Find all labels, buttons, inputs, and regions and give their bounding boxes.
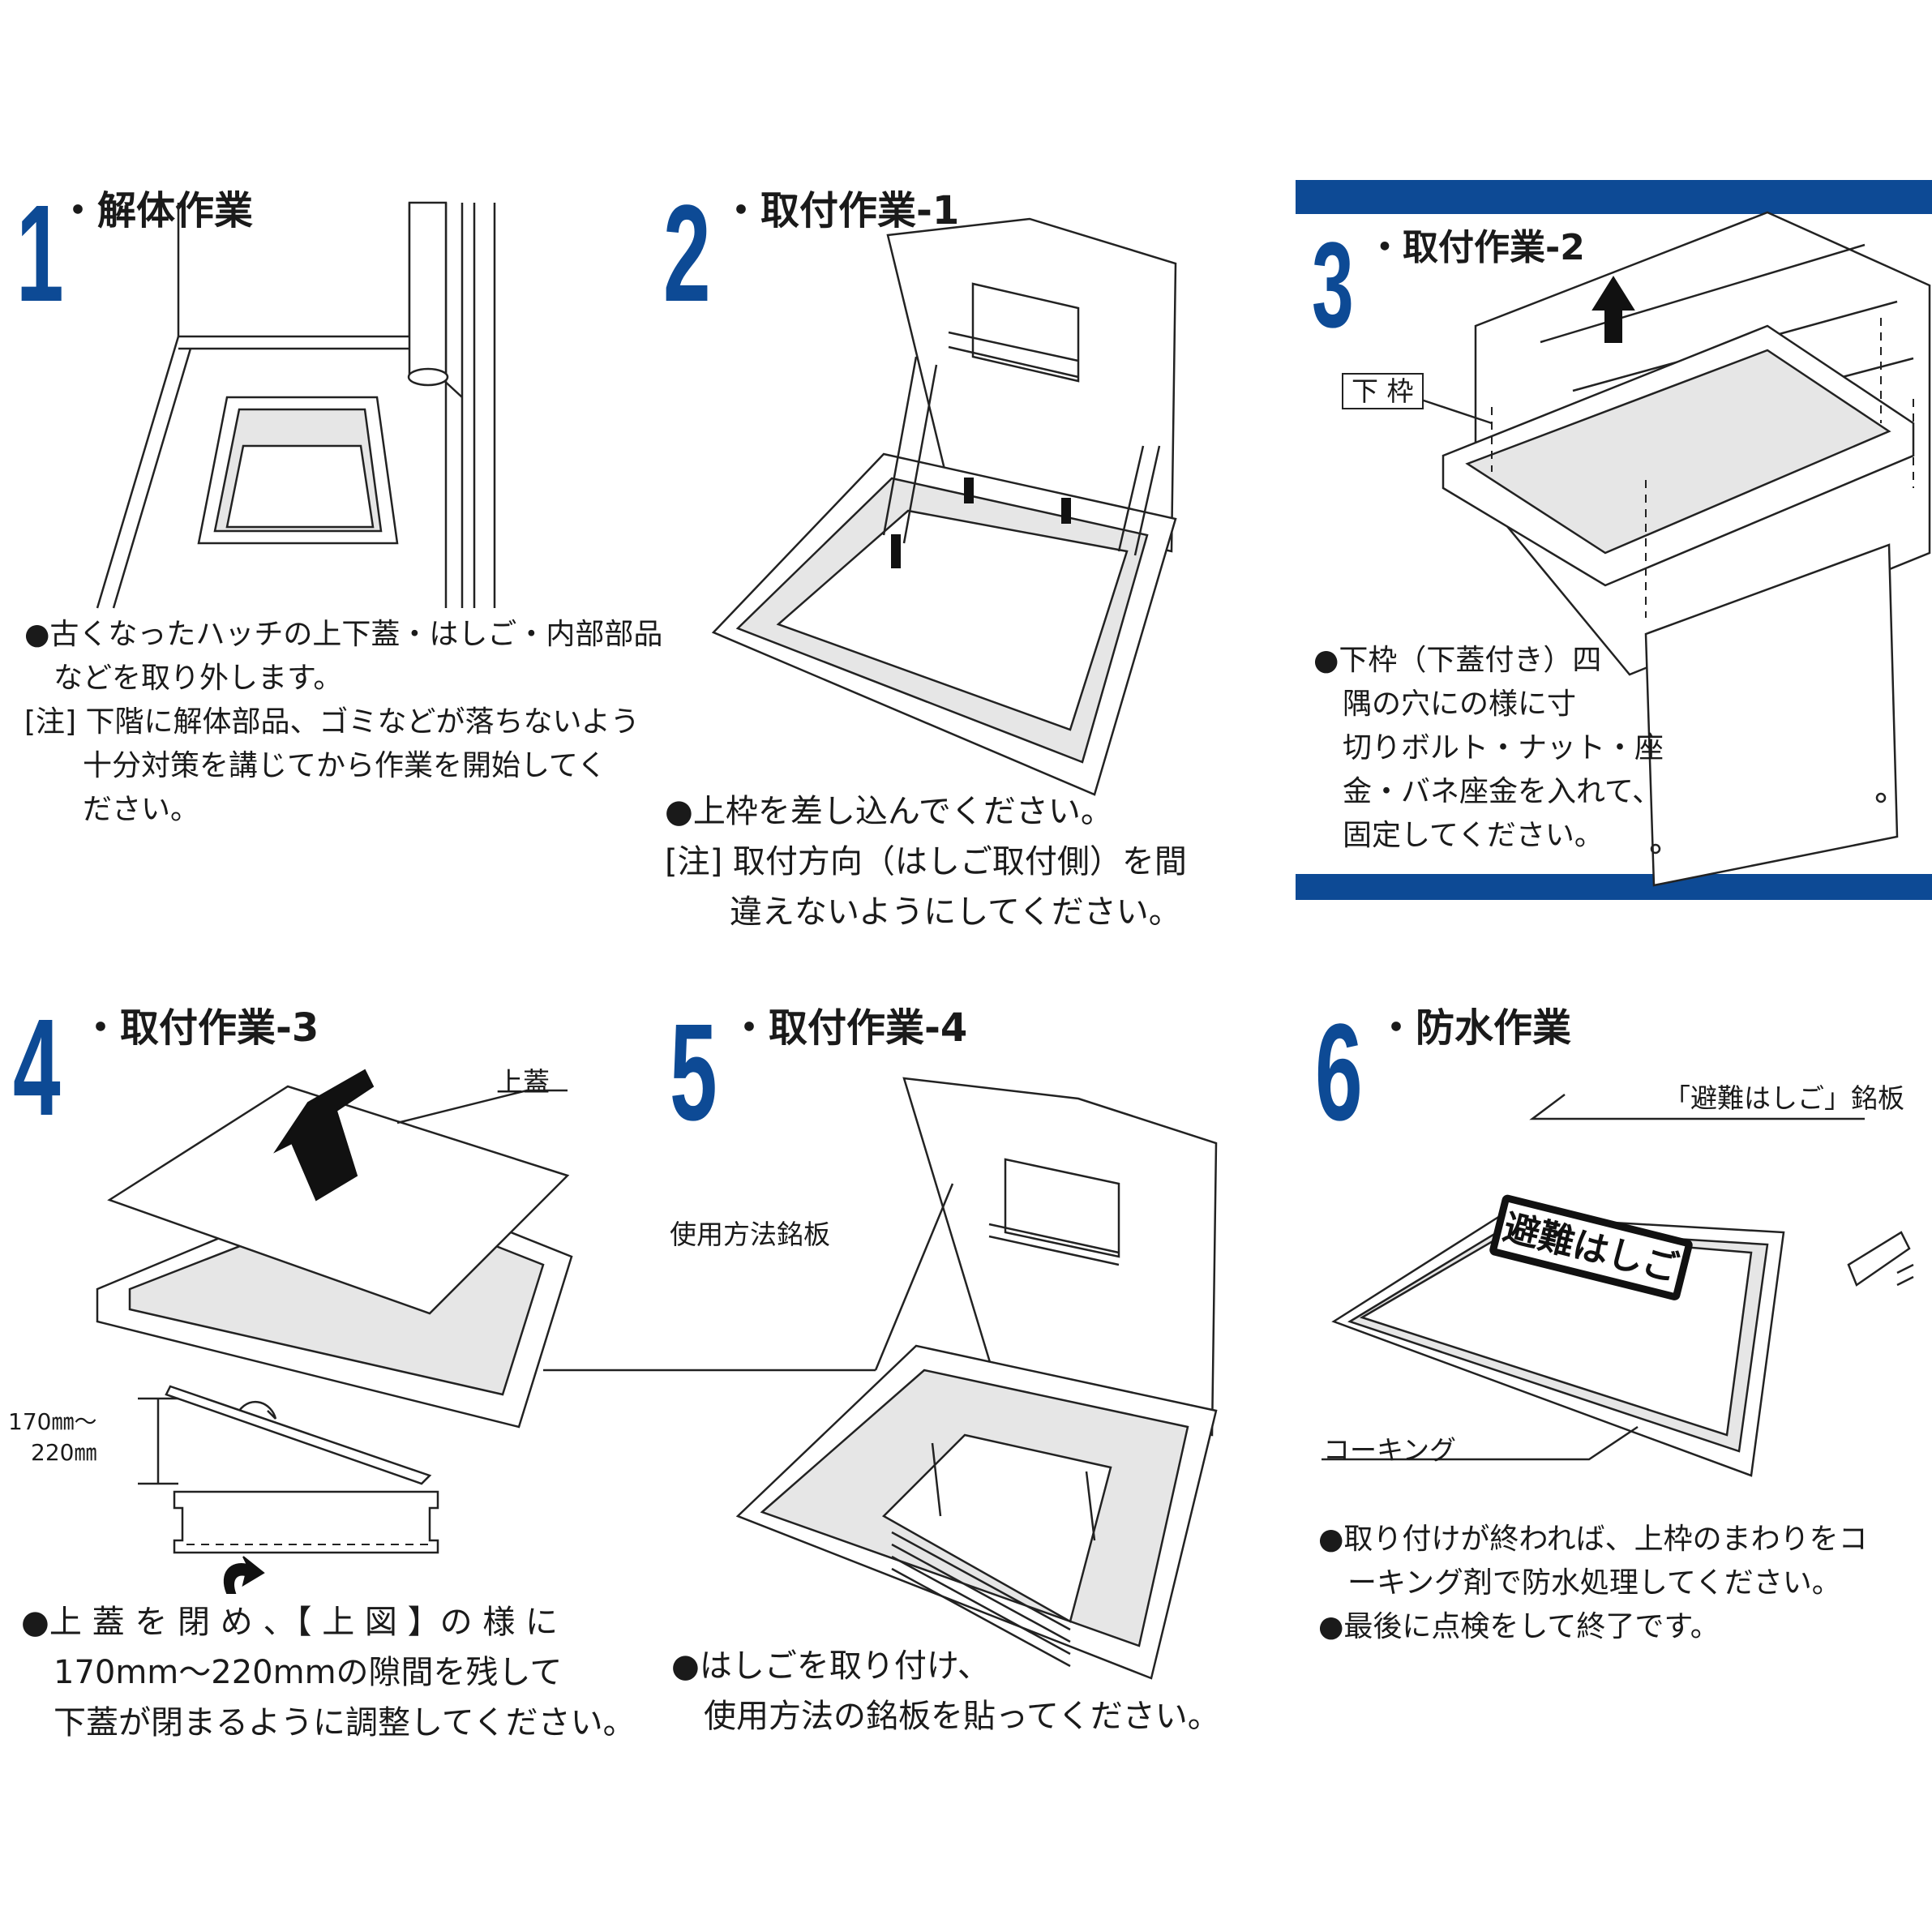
text-line: ●下枠（下蓋付き）四	[1313, 644, 1602, 677]
step-number: 1	[16, 177, 64, 331]
text-line: 金・バネ座金を入れて、	[1313, 775, 1662, 808]
step-4-illustration	[89, 1054, 576, 1589]
header-band	[1296, 180, 1932, 214]
caulking-label: コーキング	[1323, 1434, 1457, 1466]
step-4-description: ●上 蓋 を 閉 め 、【 上 図 】の 様 に 170mm〜220mmの隙間を…	[21, 1597, 636, 1748]
step-2-illustration	[705, 211, 1192, 795]
note-line: ださい。	[24, 793, 200, 826]
note-line: [注] 下階に解体部品、ゴミなどが落ちないよう	[24, 705, 640, 739]
text-line: 170mm〜220mmの隙間を残して	[21, 1654, 563, 1691]
text-line: などを取り外します。	[24, 662, 343, 695]
note-line: [注] 取付方向（はしご取付側）を間	[665, 843, 1187, 880]
dimension-bottom-label: 220㎜	[31, 1439, 97, 1466]
note-line: 十分対策を講じてから作業を開始してく	[24, 749, 606, 782]
note-line: 違えないようにしてください。	[665, 893, 1181, 931]
text-line: 使用方法の銘板を貼ってください。	[671, 1698, 1220, 1735]
lower-frame-label: 下 枠	[1342, 373, 1424, 409]
text-line: ●古くなったハッチの上下蓋・はしご・内部部品	[24, 618, 663, 651]
evacuation-ladder-plate-label: 「避難はしご」銘板	[1664, 1082, 1904, 1114]
step-6-illustration: 避難はしご	[1330, 1103, 1913, 1492]
step-title: ・取付作業-4	[730, 1005, 968, 1051]
text-line: ●最後に点検をして終了です。	[1318, 1610, 1720, 1643]
text-line: ●上 蓋 を 閉 め 、【 上 図 】の 様 に	[21, 1604, 559, 1641]
step-title: ・取付作業-1	[722, 188, 960, 233]
text-line: ●上枠を差し込んでください。	[665, 793, 1113, 830]
step-1-illustration	[89, 203, 608, 608]
text-line: 固定してください。	[1313, 819, 1604, 852]
text-line: ●取り付けが終われば、上枠のまわりをコ	[1318, 1523, 1868, 1556]
step-3-description: ●下枠（下蓋付き）四 隅の穴にの様に寸 切りボルト・ナット・座 金・バネ座金を入…	[1313, 639, 1664, 858]
dimension-top-label: 170㎜〜	[8, 1408, 97, 1435]
step-title: ・解体作業	[58, 188, 254, 233]
upper-lid-label: 上蓋	[496, 1066, 550, 1098]
step-title: ・防水作業	[1377, 1005, 1572, 1051]
step-5-illustration	[730, 1062, 1232, 1678]
text-line: ●はしごを取り付け、	[671, 1647, 990, 1685]
step-title: ・取付作業-3	[81, 1005, 319, 1051]
step-2-description: ●上枠を差し込んでください。 [注] 取付方向（はしご取付側）を間 違えないよう…	[665, 786, 1187, 937]
text-line: 隅の穴にの様に寸	[1313, 688, 1577, 721]
text-line: ーキング剤で防水処理してください。	[1318, 1566, 1841, 1600]
step-number: 2	[663, 177, 711, 331]
step-number: 5	[670, 996, 718, 1150]
step-6-description: ●取り付けが終われば、上枠のまわりをコ ーキング剤で防水処理してください。 ●最…	[1318, 1518, 1868, 1649]
step-title: ・取付作業-2	[1367, 227, 1585, 268]
step-number: 3	[1312, 216, 1354, 353]
step-number: 4	[13, 991, 61, 1145]
step-5-description: ●はしごを取り付け、 使用方法の銘板を貼ってください。	[671, 1641, 1220, 1741]
step-number: 6	[1315, 996, 1363, 1150]
usage-plate-label: 使用方法銘板	[670, 1219, 830, 1250]
step-3-illustration	[1443, 212, 1932, 869]
text-line: 下蓋が閉まるように調整してください。	[21, 1704, 636, 1741]
footer-band	[1296, 874, 1932, 900]
step-1-description: ●古くなったハッチの上下蓋・はしご・内部部品 などを取り外します。 [注] 下階…	[24, 613, 662, 832]
text-line: 切りボルト・ナット・座	[1313, 731, 1664, 765]
